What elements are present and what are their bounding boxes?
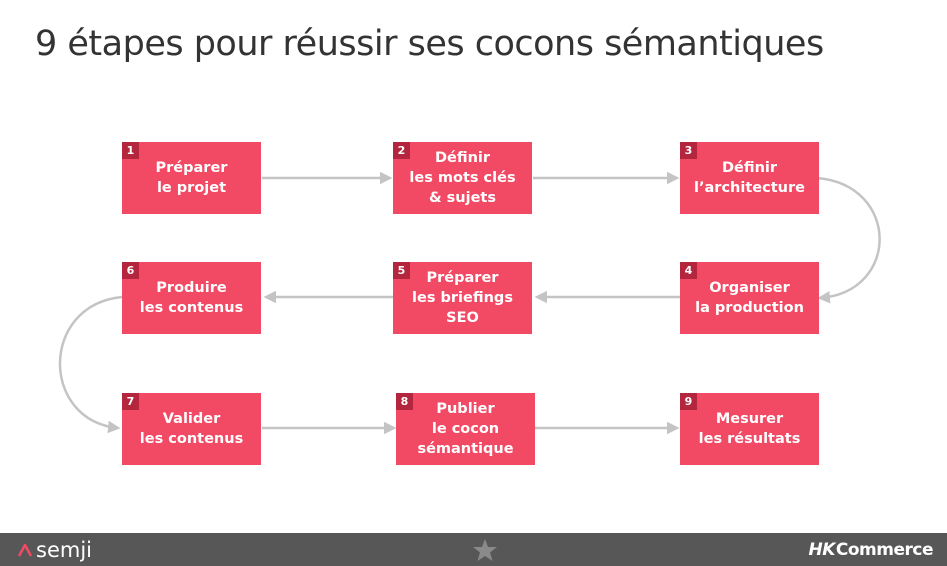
star-icon: [473, 539, 497, 566]
step-number-badge: 1: [122, 142, 139, 159]
step-label: Produire les contenus: [139, 280, 244, 316]
step-label: Publier le cocon sémantique: [417, 401, 514, 457]
step-label: Préparer le projet: [155, 160, 228, 196]
hk-commerce-logo: HK Commerce: [808, 536, 933, 564]
step-label: Définir l’architecture: [694, 160, 805, 196]
semji-logo: semji: [18, 536, 92, 564]
step-label: Valider les contenus: [139, 411, 244, 447]
hk-logo-text: Commerce: [835, 540, 934, 560]
arrow-3-4: [816, 176, 881, 304]
step-3-box: 3 Définir l’architecture: [680, 142, 819, 214]
step-label: Mesurer les résultats: [698, 411, 801, 447]
step-4-box: 4 Organiser la production: [680, 262, 819, 334]
step-number-badge: 6: [122, 262, 139, 279]
step-label: Définir les mots clés & sujets: [409, 150, 516, 206]
step-number-badge: 2: [393, 142, 410, 159]
step-number-badge: 9: [680, 393, 697, 410]
step-8-box: 8 Publier le cocon sémantique: [396, 393, 535, 465]
step-number-badge: 8: [396, 393, 413, 410]
step-7-box: 7 Valider les contenus: [122, 393, 261, 465]
step-label: Organiser la production: [695, 280, 804, 316]
step-5-box: 5 Préparer les briefings SEO: [393, 262, 532, 334]
step-number-badge: 3: [680, 142, 697, 159]
step-number-badge: 5: [393, 262, 410, 279]
hk-logo-prefix: HK: [808, 540, 835, 560]
step-label: Préparer les briefings SEO: [412, 270, 513, 326]
step-number-badge: 7: [122, 393, 139, 410]
arrow-6-7: [58, 295, 123, 434]
step-2-box: 2 Définir les mots clés & sujets: [393, 142, 532, 214]
step-1-box: 1 Préparer le projet: [122, 142, 261, 214]
page-title: 9 étapes pour réussir ses cocons sémanti…: [35, 24, 824, 64]
step-number-badge: 4: [680, 262, 697, 279]
flow-arrows: [58, 171, 881, 435]
semji-logo-text: semji: [36, 538, 92, 562]
step-6-box: 6 Produire les contenus: [122, 262, 261, 334]
footer-bar: semji HK Commerce: [0, 533, 947, 566]
step-9-box: 9 Mesurer les résultats: [680, 393, 819, 465]
semji-logo-icon: [18, 543, 32, 557]
